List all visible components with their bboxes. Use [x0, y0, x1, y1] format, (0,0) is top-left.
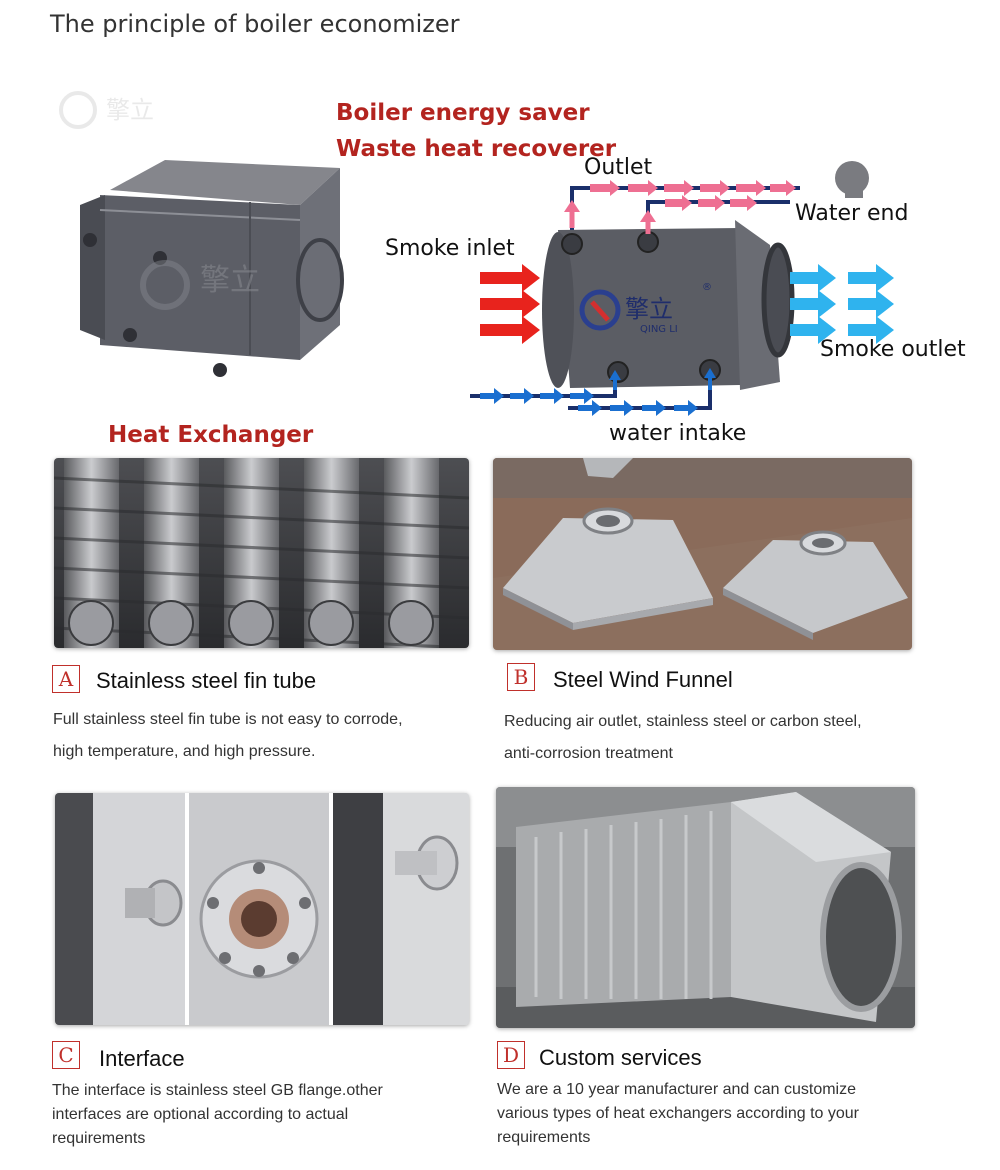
watermark-logo: 擎立 [58, 90, 178, 135]
registered-mark: ® [702, 282, 712, 293]
photo-interface [55, 793, 469, 1025]
card-c-title: Interface [99, 1046, 185, 1071]
label-water-intake: water intake [609, 421, 747, 446]
card-b-desc-line2: anti-corrosion treatment [504, 745, 673, 762]
photo-custom-exchanger [496, 787, 915, 1028]
card-b-title: Steel Wind Funnel [553, 667, 733, 692]
watermark-brand-text: 擎立 [106, 96, 154, 124]
card-d-desc-line1: We are a 10 year manufacturer and can cu… [497, 1081, 856, 1098]
label-smoke-outlet: Smoke outlet [820, 337, 966, 362]
card-b-desc-line1: Reducing air outlet, stainless steel or … [504, 713, 862, 730]
badge-c: C [52, 1041, 80, 1069]
page-title: The principle of boiler economizer [50, 10, 460, 38]
card-a-desc: Full stainless steel fin tube is not eas… [53, 704, 403, 768]
photo-wind-funnel [493, 458, 912, 650]
economizer-render: 擎立 [70, 150, 350, 395]
body-brand-text: 擎立 [625, 295, 673, 323]
card-a-desc-line2: high temperature, and high pressure. [53, 743, 316, 760]
card-c-desc-line1: The interface is stainless steel GB flan… [52, 1082, 383, 1099]
body-brand-latin: QING LI [640, 324, 678, 335]
label-outlet: Outlet [584, 155, 653, 180]
label-smoke-inlet: Smoke inlet [385, 236, 515, 261]
headline-line2: Waste heat recoverer [336, 136, 617, 162]
headline-line1: Boiler energy saver [336, 100, 590, 126]
principle-diagram: 擎立 ® QING LI [460, 150, 920, 425]
section-title: Heat Exchanger [108, 422, 314, 448]
label-water-end: Water end [795, 201, 909, 226]
card-d-desc-line2: various types of heat exchangers accordi… [497, 1105, 859, 1122]
card-a-title: Stainless steel fin tube [96, 668, 317, 693]
badge-a: A [52, 665, 80, 693]
card-d-desc-line3: requirements [497, 1129, 591, 1146]
render-brand-text: 擎立 [200, 263, 260, 298]
card-a-desc-line1: Full stainless steel fin tube is not eas… [53, 711, 403, 728]
photo-fin-tube [54, 458, 469, 648]
badge-d: D [497, 1041, 525, 1069]
card-c-desc: The interface is stainless steel GB flan… [52, 1079, 383, 1151]
card-c-desc-line2: interfaces are optional according to act… [52, 1106, 349, 1123]
badge-b: B [507, 663, 535, 691]
card-d-title: Custom services [539, 1045, 702, 1070]
card-b-desc: Reducing air outlet, stainless steel or … [504, 706, 862, 770]
card-c-desc-line3: requirements [52, 1130, 146, 1147]
card-d-desc: We are a 10 year manufacturer and can cu… [497, 1078, 859, 1150]
